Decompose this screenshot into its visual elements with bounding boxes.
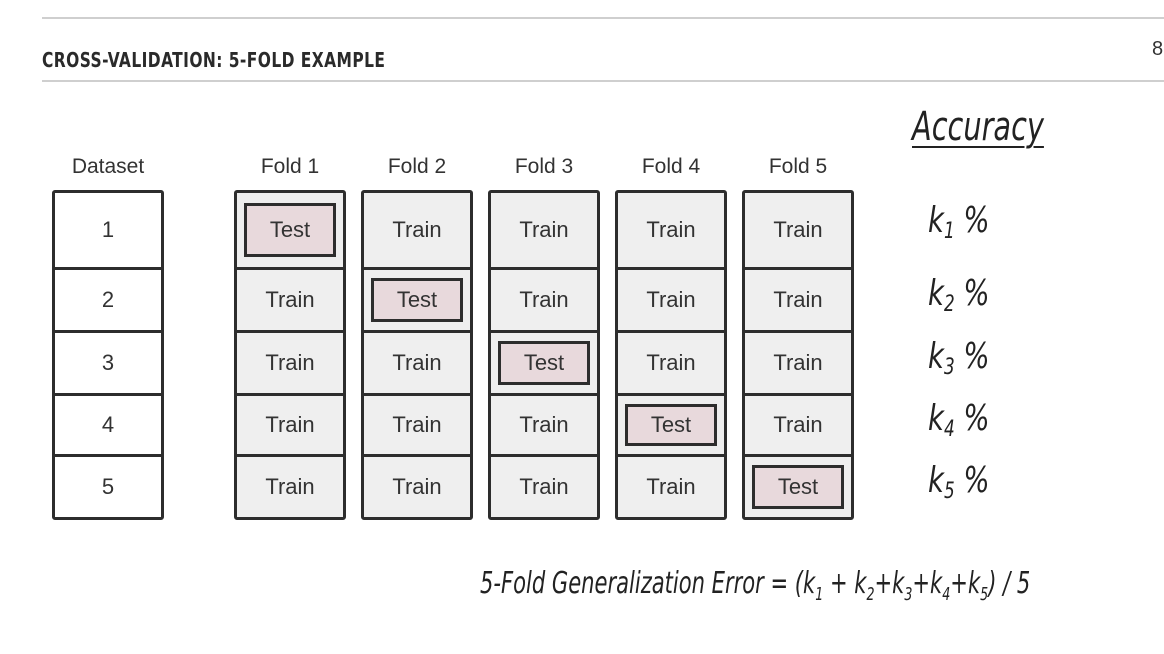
test-cell-label: Test (625, 403, 717, 447)
fold-1-label: Fold 1 (260, 155, 320, 178)
train-cell: Train (745, 270, 851, 333)
test-cell-label: Test (498, 340, 590, 386)
subscript: 2 (866, 584, 875, 605)
subscript: 4 (942, 584, 951, 605)
train-cell: Train (491, 270, 597, 333)
test-cell: Test (491, 333, 597, 396)
dataset-label: Dataset (71, 155, 145, 178)
dataset-row: 1 (55, 193, 161, 270)
test-cell-label: Test (752, 464, 844, 510)
train-cell: Train (237, 270, 343, 333)
train-cell: Train (618, 333, 724, 396)
test-cell: Test (745, 457, 851, 517)
page-number: 8 (1152, 38, 1164, 60)
subscript: 1 (943, 219, 955, 244)
train-cell: Train (618, 457, 724, 517)
train-cell: Train (745, 333, 851, 396)
dataset-row: 3 (55, 333, 161, 396)
subscript: 5 (980, 584, 989, 605)
train-cell: Train (618, 270, 724, 333)
accuracy-item: k5 % (928, 460, 990, 504)
subscript: 5 (943, 479, 955, 504)
subscript: 3 (943, 355, 955, 380)
fold-5-label: Fold 5 (768, 155, 828, 178)
test-cell: Test (237, 193, 343, 270)
subscript: 2 (943, 292, 955, 317)
dataset-row: 4 (55, 396, 161, 457)
train-cell: Train (745, 396, 851, 457)
test-cell-label: Test (244, 202, 336, 258)
accuracy-item: k4 % (928, 398, 990, 442)
train-cell: Train (364, 333, 470, 396)
train-cell: Train (745, 193, 851, 270)
dataset-row: 2 (55, 270, 161, 333)
test-cell-label: Test (371, 277, 463, 323)
train-cell: Train (491, 457, 597, 517)
accuracy-item: k2 % (928, 273, 990, 317)
subscript: 1 (815, 584, 824, 605)
subscript: 3 (904, 584, 913, 605)
slide-title: CROSS-VALIDATION: 5-FOLD EXAMPLE (42, 48, 386, 72)
train-cell: Train (618, 193, 724, 270)
fold-3-label: Fold 3 (514, 155, 574, 178)
train-cell: Train (364, 193, 470, 270)
train-cell: Train (237, 457, 343, 517)
subscript: 4 (943, 417, 955, 442)
train-cell: Train (237, 333, 343, 396)
accuracy-item: k1 % (928, 200, 990, 244)
fold-2-label: Fold 2 (387, 155, 447, 178)
train-cell: Train (364, 457, 470, 517)
top-rule (42, 17, 1164, 19)
title-rule (42, 80, 1164, 82)
train-cell: Train (491, 396, 597, 457)
test-cell: Test (364, 270, 470, 333)
generalization-error-formula: 5-Fold Generalization Error = (k1 + k2+k… (480, 566, 1031, 605)
accuracy-title: Accuracy (912, 104, 1044, 150)
dataset-row: 5 (55, 457, 161, 517)
fold-4-label: Fold 4 (641, 155, 701, 178)
accuracy-item: k3 % (928, 336, 990, 380)
train-cell: Train (491, 193, 597, 270)
test-cell: Test (618, 396, 724, 457)
train-cell: Train (237, 396, 343, 457)
train-cell: Train (364, 396, 470, 457)
